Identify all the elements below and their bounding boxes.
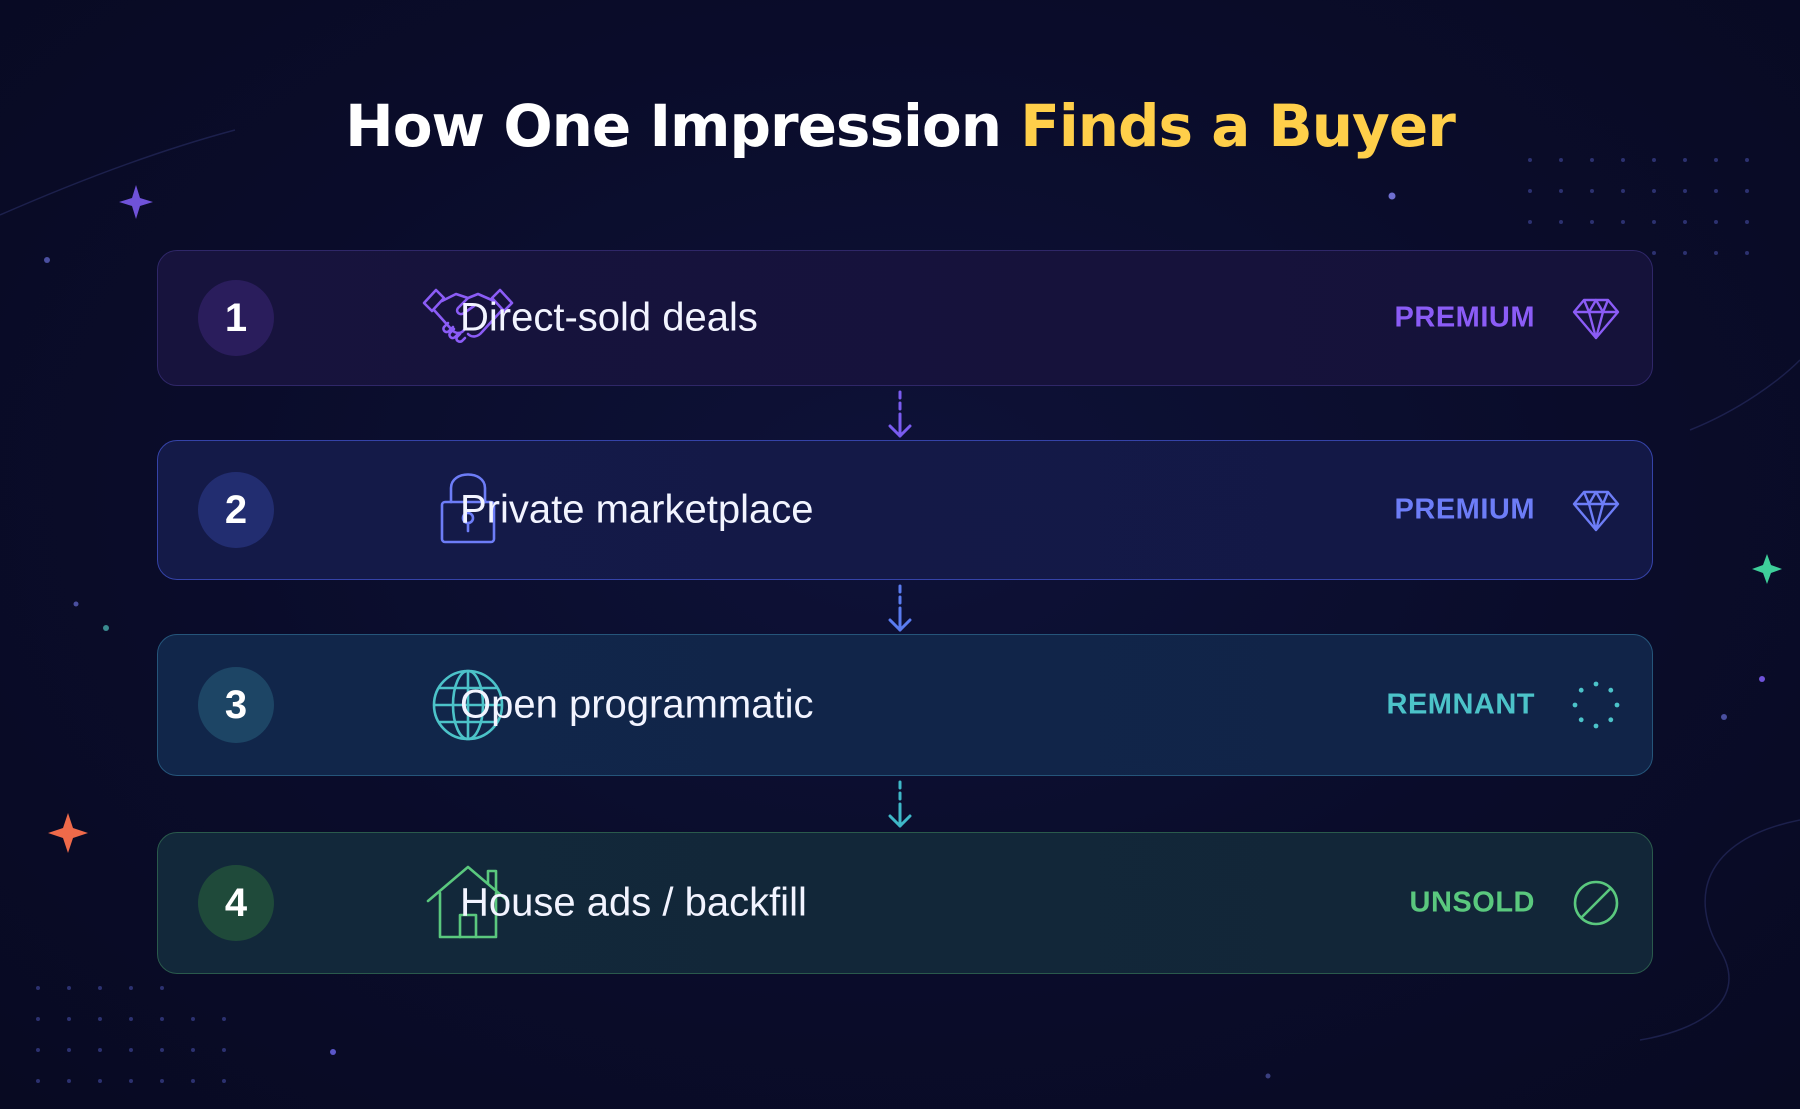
sparkle-icon — [1752, 554, 1782, 584]
page-title: How One Impression Finds a Buyer — [0, 92, 1800, 160]
tier-tag: UNSOLD — [1409, 886, 1535, 919]
handshake-icon — [422, 288, 514, 343]
tier-card-direct-sold: 1 Direct-sold deals PREMIUM — [157, 250, 1653, 386]
tier-label: Private marketplace — [460, 487, 814, 532]
tier-label: House ads / backfill — [460, 880, 807, 925]
tier-label: Direct-sold deals — [460, 295, 758, 340]
lock-icon — [440, 473, 496, 544]
step-number: 4 — [198, 865, 274, 941]
title-main: How One Impression — [345, 92, 1021, 160]
tier-tag: REMNANT — [1386, 688, 1535, 721]
diamond-icon — [1572, 490, 1620, 532]
diamond-icon — [1572, 298, 1620, 340]
prohibited-icon — [1573, 880, 1619, 926]
step-number: 1 — [198, 280, 274, 356]
title-accent: Finds a Buyer — [1020, 92, 1456, 160]
tier-tag: PREMIUM — [1394, 301, 1535, 334]
step-number: 3 — [198, 667, 274, 743]
tier-label: Open programmatic — [460, 682, 814, 727]
tier-card-private-marketplace: 2 Private marketplace PREMIUM — [157, 440, 1653, 580]
down-arrow-icon — [888, 390, 912, 438]
tier-card-open-programmatic: 3 Open programmatic REMNANT — [157, 634, 1653, 776]
down-arrow-icon — [888, 780, 912, 828]
tier-card-house-ads: 4 House ads / backfill UNSOLD — [157, 832, 1653, 974]
step-number: 2 — [198, 472, 274, 548]
sparkle-icon — [119, 185, 153, 219]
sparkle-icon — [48, 813, 88, 853]
down-arrow-icon — [888, 584, 912, 632]
globe-icon — [432, 669, 504, 741]
house-icon — [426, 865, 510, 939]
tier-tag: PREMIUM — [1394, 493, 1535, 526]
dotted-circle-icon — [1572, 681, 1620, 729]
